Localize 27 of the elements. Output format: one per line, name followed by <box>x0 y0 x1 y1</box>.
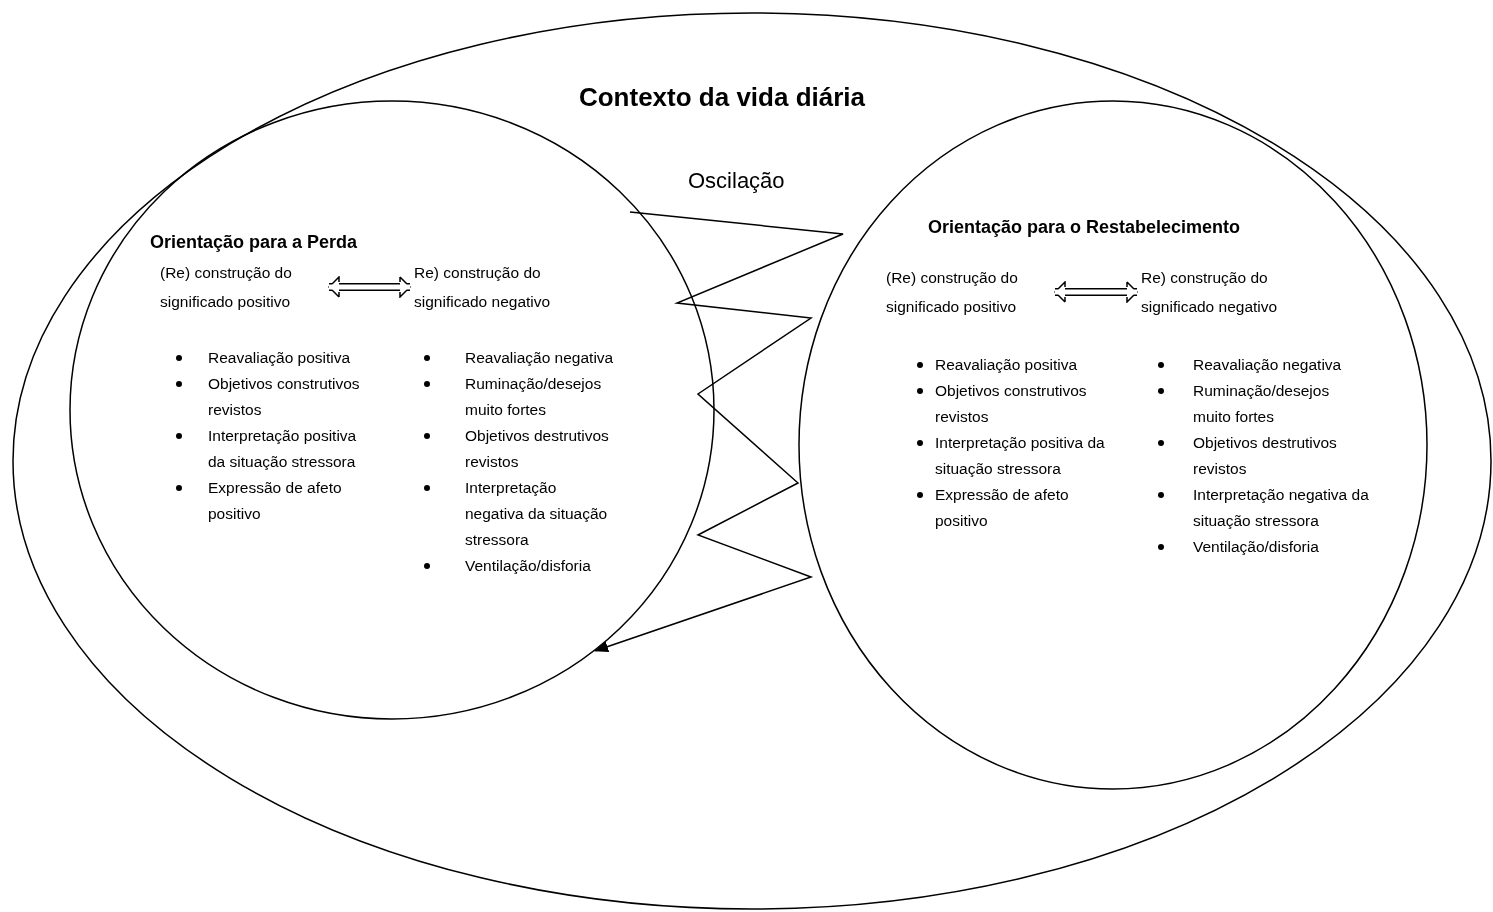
orientation-label: Orientação para a Perda <box>150 232 359 253</box>
list-item-text: Interpretação positiva da situação stressora <box>208 426 358 472</box>
construct-heading: Re) construção do significado negativo <box>1141 263 1323 321</box>
list-item-text: Expressão de afeto positivo <box>208 478 343 524</box>
list-item-text: Ruminação/desejos muito fortes <box>1193 381 1331 427</box>
list-item-text: Interpretação positiva da situação stressora <box>935 433 1106 479</box>
list-item-text: Ruminação/desejos muito fortes <box>465 374 603 420</box>
list-item-text: Interpretação negativa da situação stressora <box>1193 485 1370 531</box>
list-item-text: Reavaliação negativa <box>465 348 615 368</box>
orientation-label: Orientação para o Restabelecimento <box>928 217 1242 238</box>
list-item-text: Ventilação/disforia <box>1193 537 1320 557</box>
oscillation-arrow <box>594 211 844 652</box>
list-item-text: Ventilação/disforia <box>465 556 592 576</box>
context-label: Contexto da vida diária <box>577 82 867 113</box>
list-item-text: Objetivos destrutivos revistos <box>1193 433 1338 479</box>
list-item-text: Objetivos construtivos revistos <box>208 374 361 420</box>
list-item-text: Expressão de afeto positivo <box>935 485 1070 531</box>
construct-heading: (Re) construção do significado positivo <box>160 258 325 316</box>
context-ellipse <box>12 12 1492 910</box>
list-item-text: Objetivos destrutivos revistos <box>465 426 610 472</box>
list-item-text: Reavaliação positiva <box>935 355 1079 375</box>
list-item-text: Objetivos construtivos revistos <box>935 381 1088 427</box>
list-item-text: Reavaliação positiva <box>208 348 352 368</box>
construct-heading: Re) construção do significado negativo <box>414 258 592 316</box>
list-item-text: Interpretação negativa da situação stressora <box>465 478 609 550</box>
list-item-text: Reavaliação negativa <box>1193 355 1343 375</box>
construct-heading: (Re) construção do significado positivo <box>886 263 1051 321</box>
